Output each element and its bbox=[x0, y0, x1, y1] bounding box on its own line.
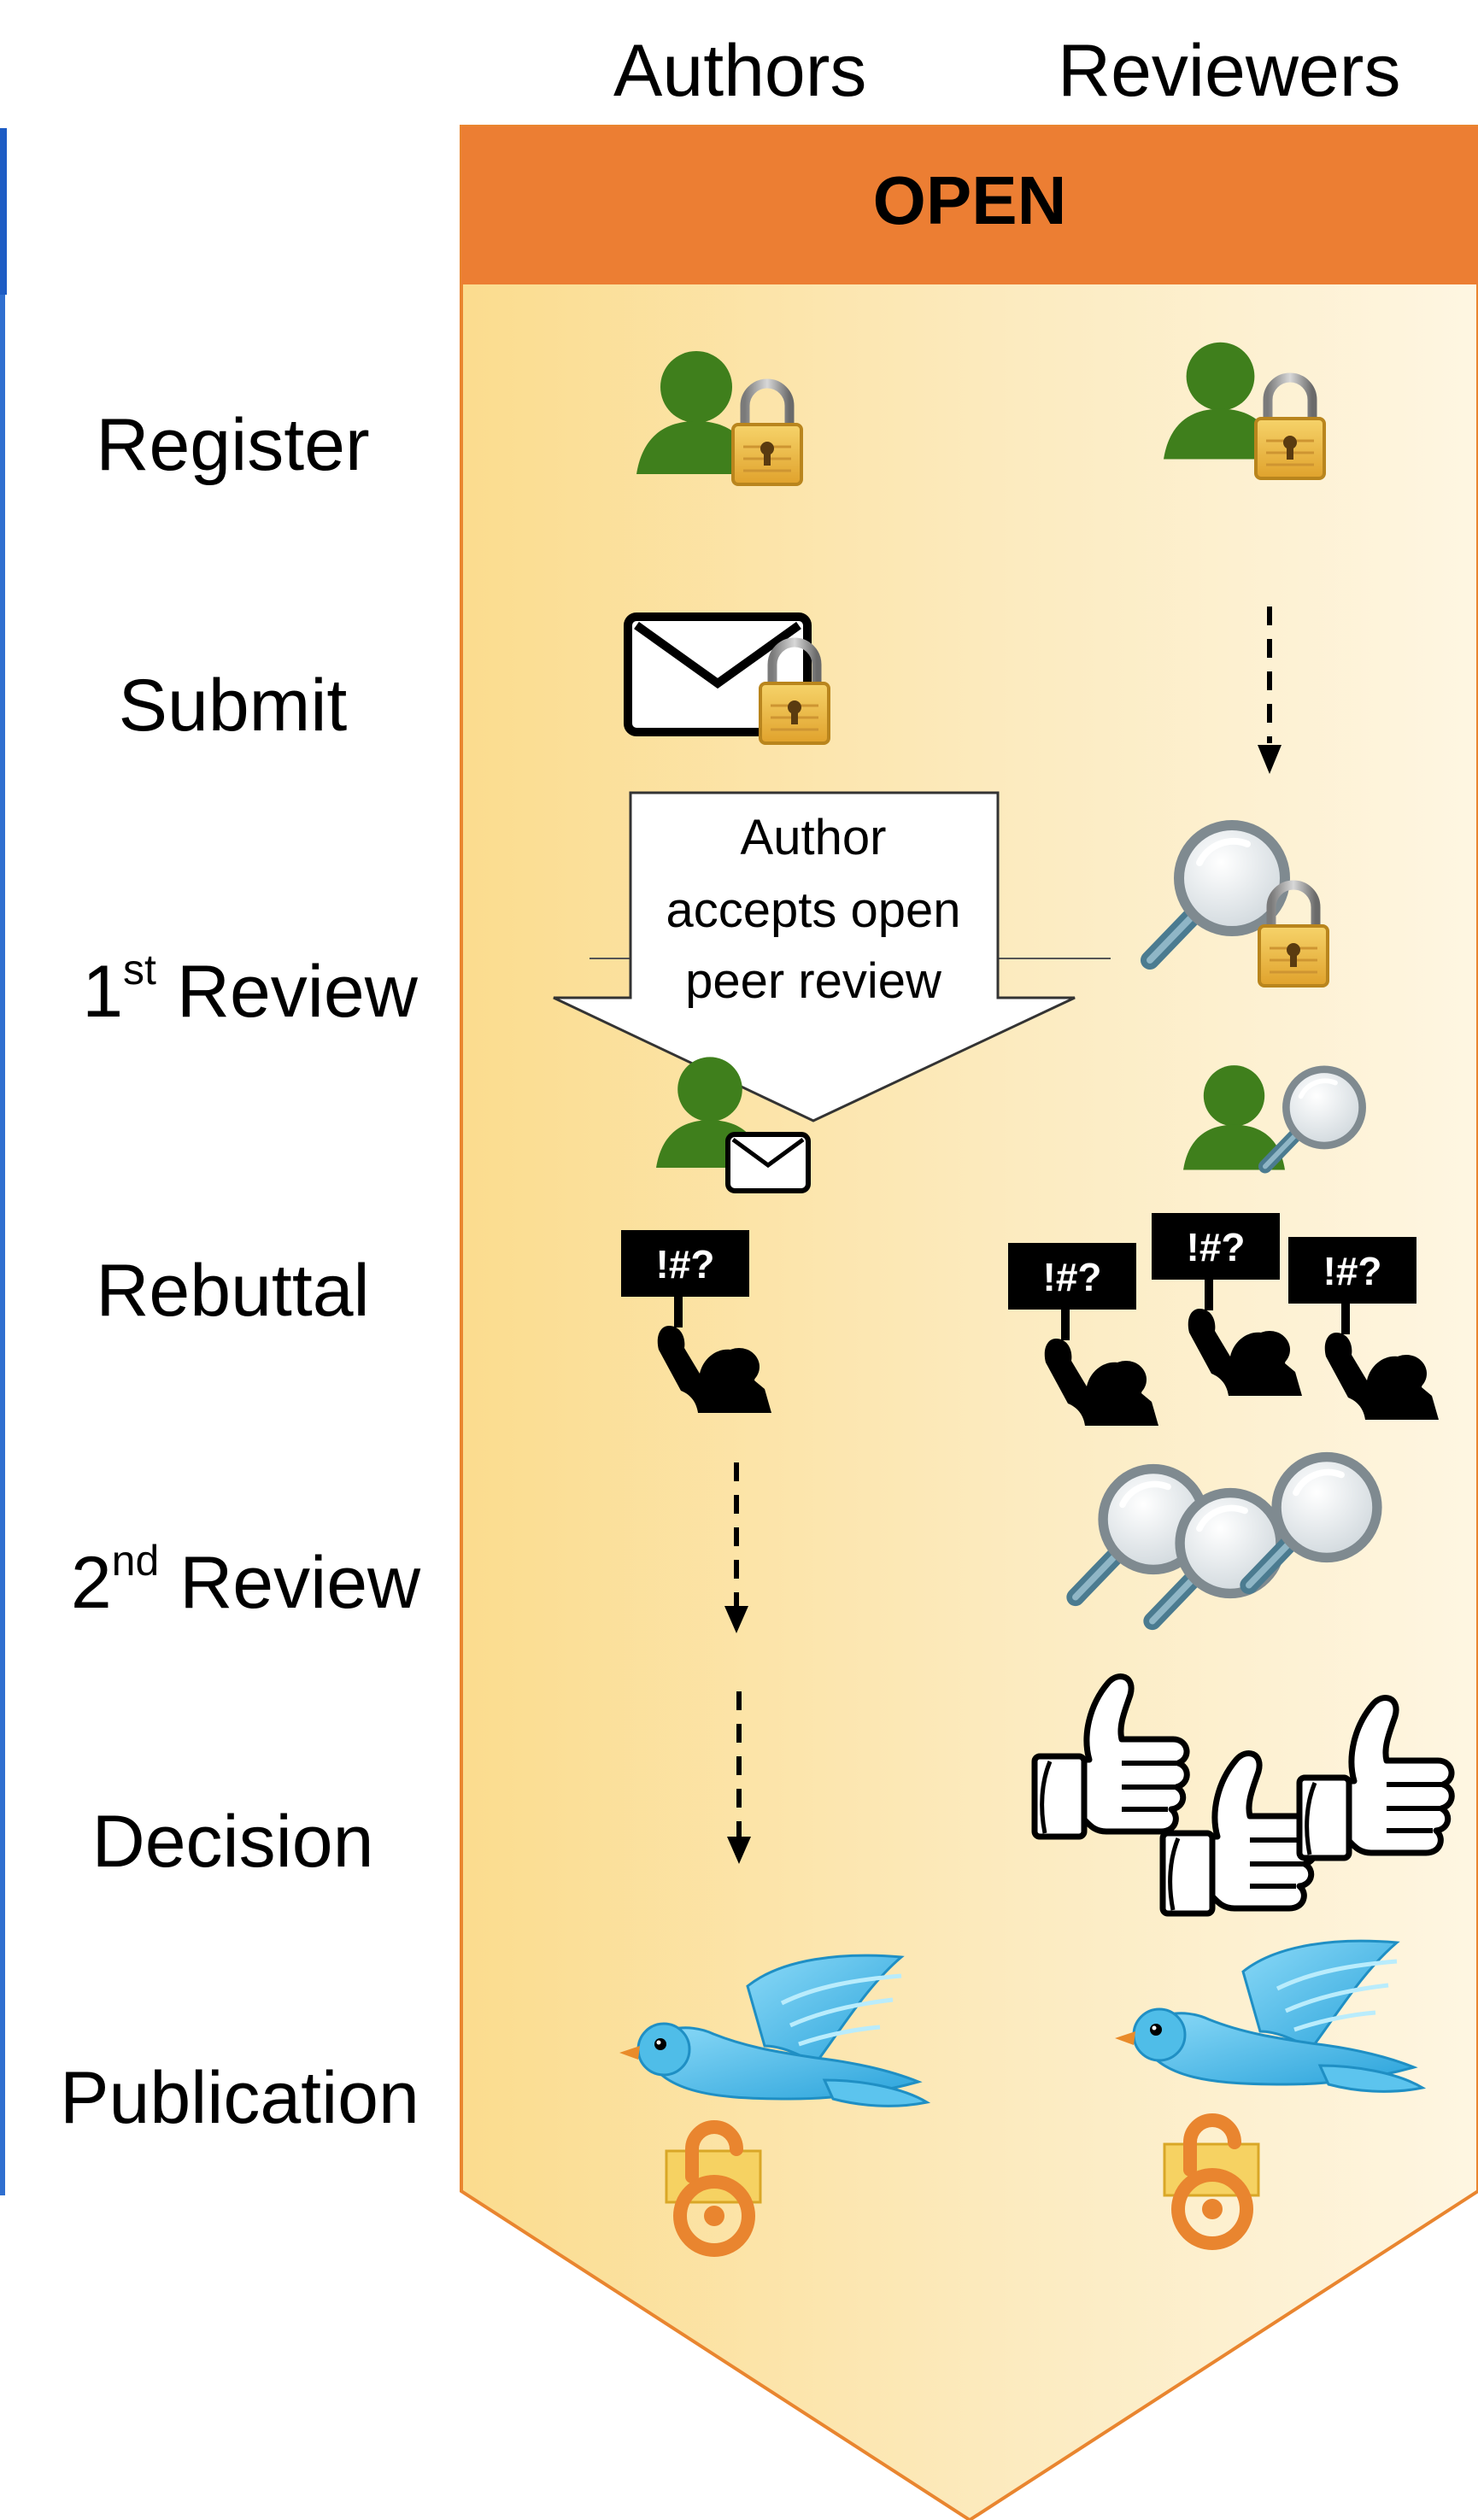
stage-label-submit: Submit bbox=[118, 665, 348, 747]
open-banner bbox=[461, 126, 1478, 284]
open-process-panel bbox=[460, 125, 1478, 2520]
stage-ordinal-suffix: nd bbox=[111, 1537, 160, 1585]
stage-label-register: Register bbox=[96, 404, 370, 486]
small-envelope-icon bbox=[725, 1132, 811, 1193]
stage-label-rebuttal: Rebuttal bbox=[96, 1250, 370, 1332]
stage-ordinal-suffix: st bbox=[123, 946, 156, 993]
callout-line-1: Author bbox=[741, 810, 887, 865]
stage-label-text: Review bbox=[155, 951, 418, 1033]
stage-label-first-review: 1st Review bbox=[17, 948, 483, 1029]
callout-line-2: accepts open bbox=[666, 882, 960, 938]
left-edge-rule bbox=[0, 128, 5, 2195]
callout-arrow-author-accepts bbox=[553, 791, 1076, 1122]
stage-label-decision: Decision bbox=[91, 1801, 374, 1883]
envelope-icon bbox=[624, 612, 812, 736]
stage-label-publication: Publication bbox=[60, 2057, 419, 2139]
left-edge-rule-accent bbox=[0, 128, 7, 295]
author-decision-dashed-arrow bbox=[727, 1691, 751, 1864]
stage-label-text: Review bbox=[159, 1542, 421, 1624]
stage-ordinal: 2 bbox=[70, 1542, 112, 1624]
column-header-authors: Authors bbox=[613, 30, 867, 112]
stage-label-second-review: 2nd Review bbox=[13, 1539, 478, 1620]
callout-line-3: peer review bbox=[685, 953, 942, 1009]
column-header-reviewers: Reviewers bbox=[1058, 30, 1401, 112]
stage-ordinal: 1 bbox=[82, 951, 124, 1033]
reviewer-submit-dashed-arrow bbox=[1258, 607, 1282, 774]
author-second-review-dashed-arrow bbox=[724, 1462, 748, 1633]
open-banner-label: OPEN bbox=[872, 162, 1067, 238]
